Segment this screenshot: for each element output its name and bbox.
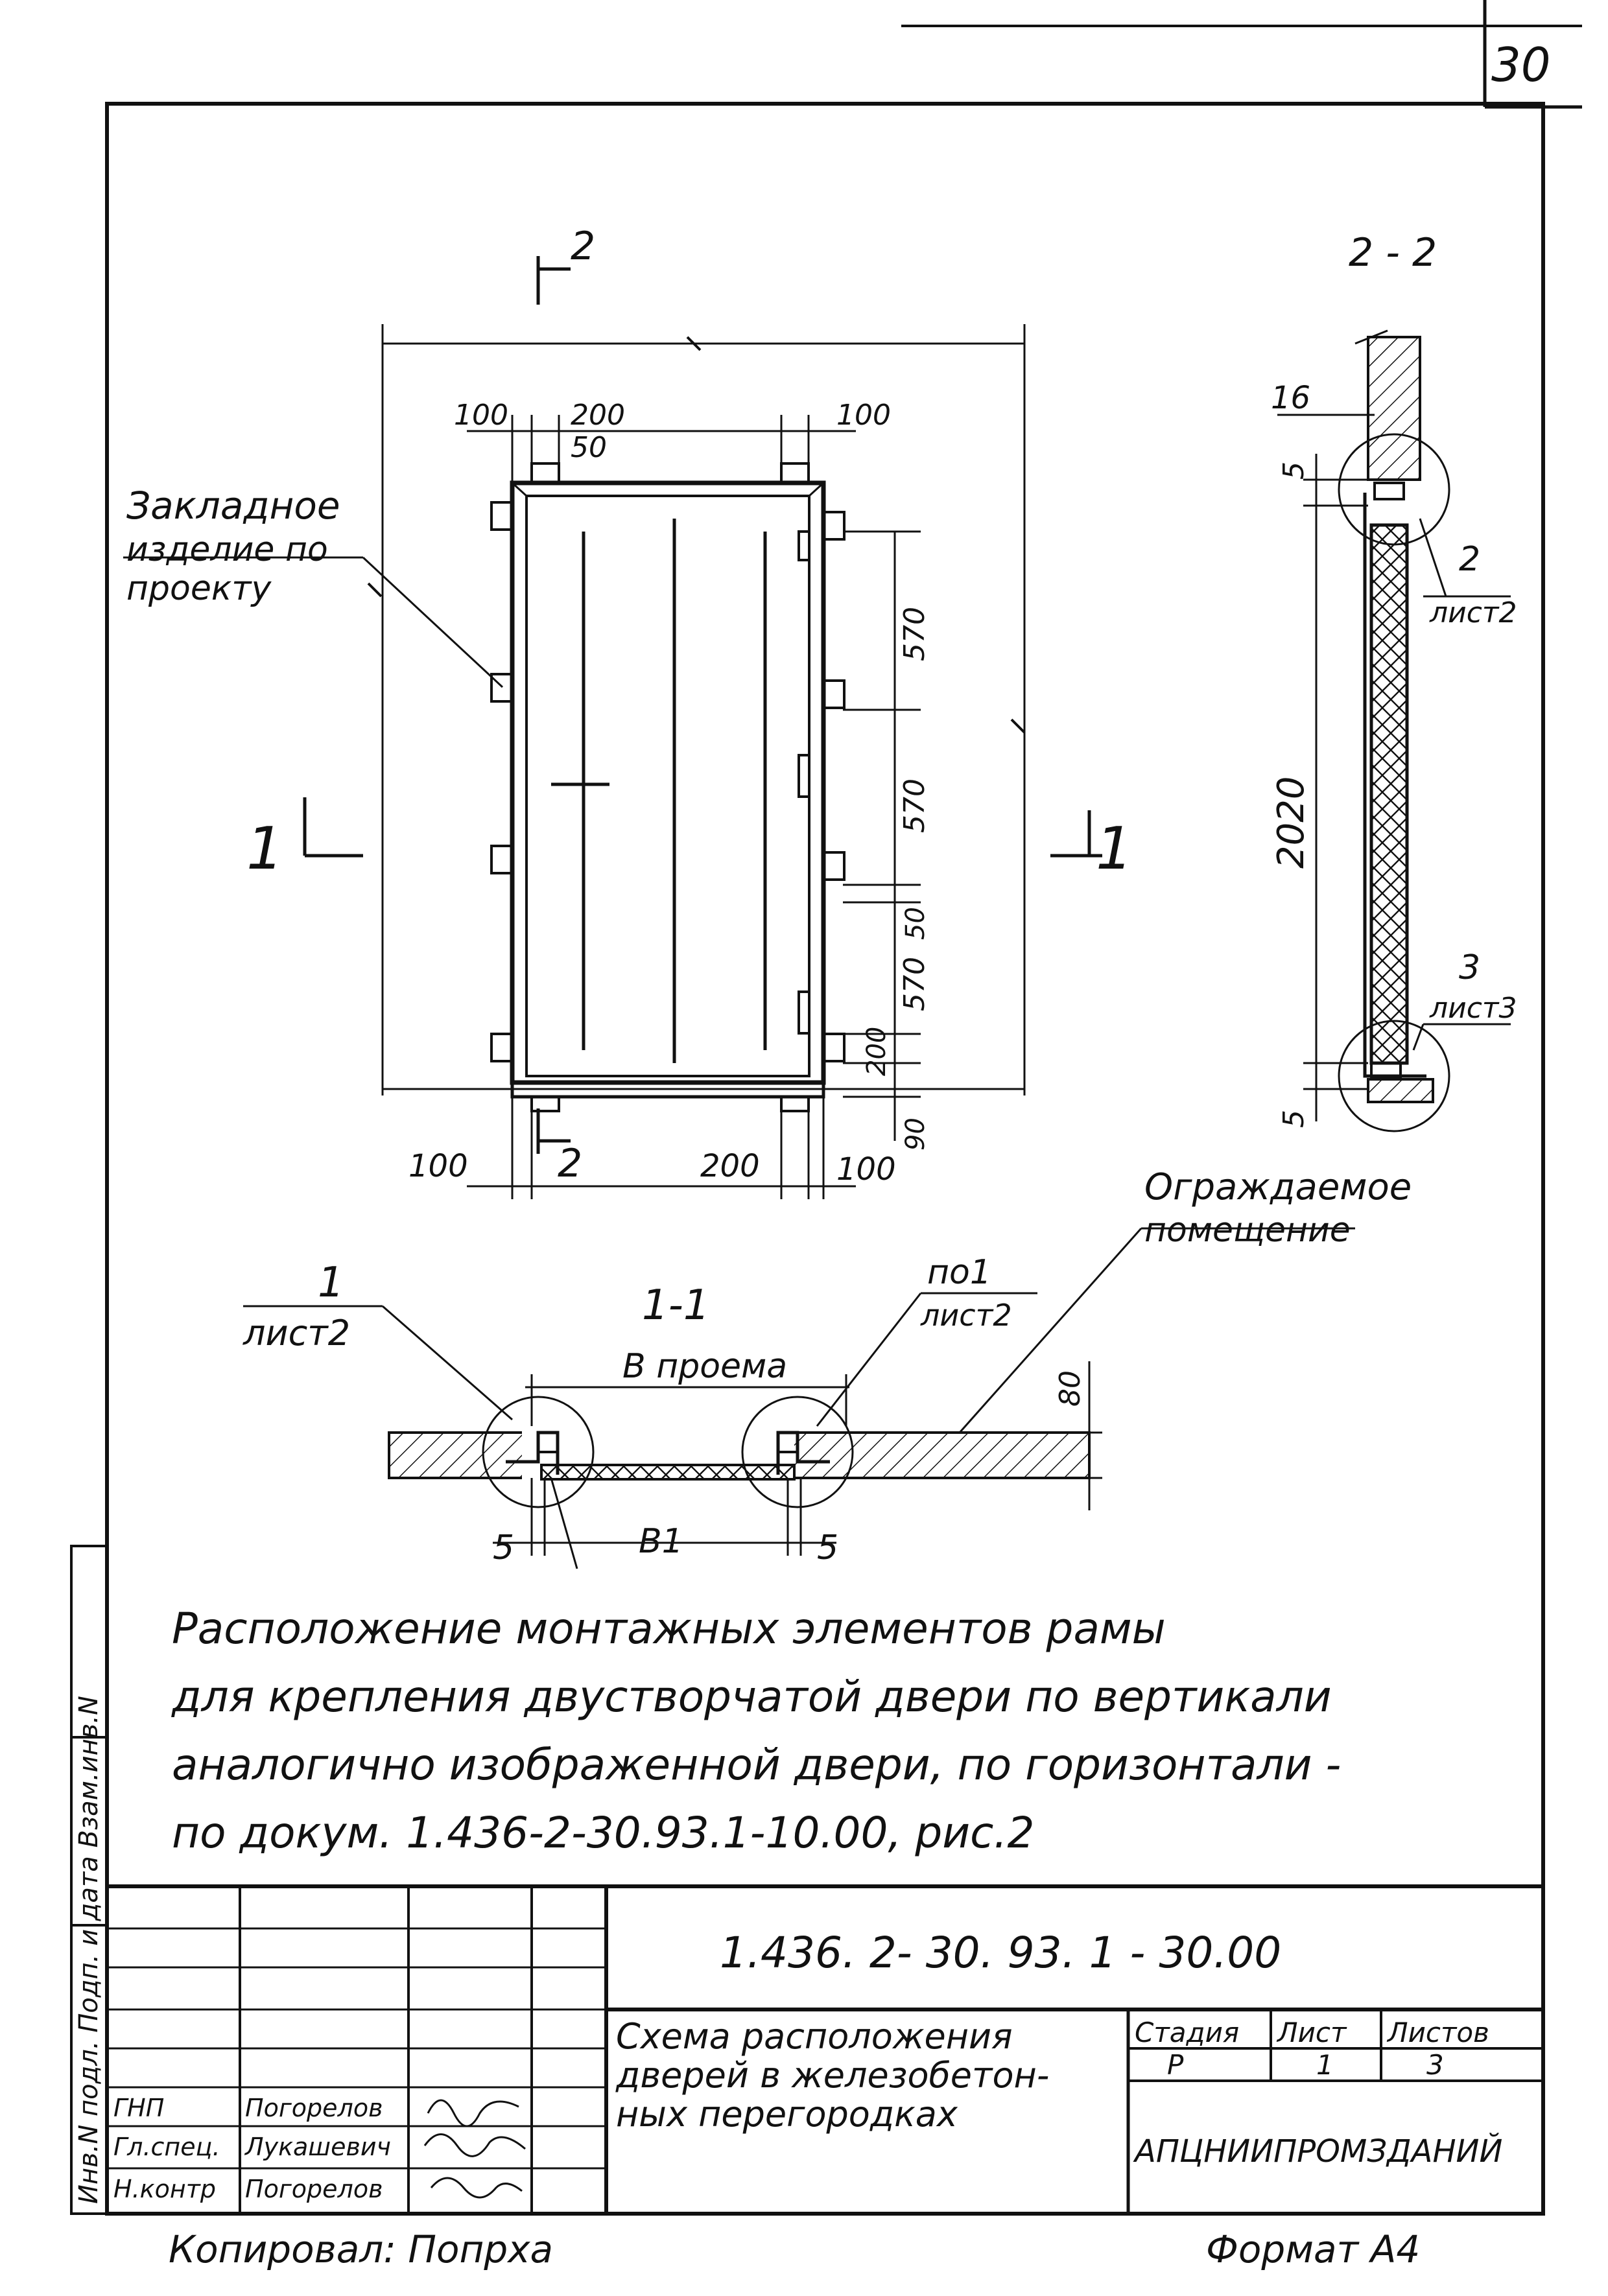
dim-right-200: 200 (862, 1027, 892, 1076)
label-fenced-1: Ограждаемое (1144, 1166, 1412, 1208)
staff-name-3: Погорелов (245, 2175, 383, 2203)
dim-bottom-100-left: 100 (408, 1148, 468, 1184)
door-elevation (123, 256, 1102, 1199)
title-line-3: ных перегородках (616, 2094, 958, 2135)
note-line-4: по докум. 1.436-2-30.93.1-10.00, рис.2 (172, 1808, 1034, 1858)
callout-2-number: 2 (1459, 540, 1480, 579)
staff-role-2: Гл.спец. (113, 2133, 220, 2161)
callout-1-number: 1 (318, 1259, 344, 1307)
dim-top-200: 200 (571, 399, 625, 432)
callout-po1-number: по1 (927, 1253, 991, 1292)
section-1-1-subtitle: В проема (622, 1347, 787, 1386)
sheet-label: Лист (1276, 2017, 1347, 2048)
dim-right-570-3: 570 (898, 957, 931, 1011)
dim-top-50: 50 (571, 431, 607, 464)
dim-80: 80 (1054, 1370, 1087, 1407)
callout-3-sheet: лист3 (1429, 992, 1517, 1025)
label-embedded-3: проекту (126, 569, 272, 608)
dim-bottom-200: 200 (700, 1148, 760, 1184)
label-embedded-2: изделие по (126, 530, 328, 569)
stage-label: Стадия (1135, 2017, 1239, 2048)
title-block (107, 1884, 1543, 2214)
section-mark-bottom: 2 (558, 1141, 582, 1186)
staff-role-3: Н.контр (113, 2175, 216, 2203)
section-2-2 (1277, 329, 1511, 1132)
staff-name-2: Лукашевич (244, 2133, 391, 2161)
dim-bottom-100-right: 100 (836, 1151, 896, 1188)
staff-name-1: Погорелов (245, 2094, 383, 2122)
side-label: Инв.N подл. Подп. и дата Взам.инв.N (74, 1696, 104, 2204)
section-1-1-title: 1-1 (642, 1282, 710, 1330)
side-strip (70, 1545, 108, 2215)
callout-1-sheet: лист2 (242, 1313, 350, 1353)
section-mark-top: 2 (571, 224, 595, 269)
page-number: 30 (1491, 38, 1551, 92)
dim-5-bottom: 5 (1277, 1110, 1310, 1128)
dim-right-570-1: 570 (898, 607, 931, 661)
sheet-frame (105, 0, 1582, 2216)
cut-mark-right: 1 (1096, 815, 1133, 883)
dim-right-90: 90 (901, 1118, 930, 1151)
title-line-1: Схема расположения (616, 2016, 1013, 2057)
dim-top-100-left: 100 (454, 399, 508, 432)
dim-2020: 2020 (1270, 776, 1312, 869)
callout-po1-sheet: лист2 (920, 1298, 1012, 1333)
note-line-1: Расположение монтажных элементов рамы (172, 1604, 1166, 1654)
dim-right-50: 50 (901, 907, 930, 940)
format-label: Формат А4 (1206, 2227, 1420, 2271)
note-line-3: аналогично изображенной двери, по горизо… (172, 1740, 1341, 1790)
dim-b1: В1 (639, 1522, 683, 1561)
dim-right-570-2: 570 (898, 779, 931, 833)
section-1-1 (243, 1227, 1355, 1569)
dim-top-100-right: 100 (836, 399, 891, 432)
cut-mark-left: 1 (246, 815, 283, 883)
sheet-value: 1 (1316, 2049, 1334, 2081)
staff-role-1: ГНП (113, 2094, 164, 2122)
section-2-2-title: 2 - 2 (1349, 230, 1437, 275)
label-fenced-2: помещение (1144, 1211, 1351, 1250)
stage-value: Р (1167, 2049, 1184, 2081)
callout-3-number: 3 (1459, 948, 1480, 987)
callout-2-sheet: лист2 (1429, 596, 1517, 629)
title-line-2: дверей в железобетон- (615, 2055, 1049, 2096)
sheets-value: 3 (1426, 2049, 1444, 2081)
dim-16: 16 (1271, 380, 1310, 416)
document-stamp: 1.436. 2- 30. 93. 1 - 30.00 (720, 1928, 1281, 1978)
sheets-label: Листов (1386, 2017, 1489, 2048)
dim-5-left: 5 (493, 1529, 514, 1567)
label-embedded-1: Закладное (126, 484, 340, 528)
organization: АПЦНИИПРОМЗДАНИЙ (1133, 2133, 1502, 2170)
dim-5-right: 5 (817, 1529, 838, 1567)
note-line-2: для крепления двустворчатой двери по вер… (171, 1672, 1332, 1722)
dim-5-top: 5 (1277, 462, 1310, 480)
copied-by: Копировал: Попрха (169, 2227, 553, 2271)
